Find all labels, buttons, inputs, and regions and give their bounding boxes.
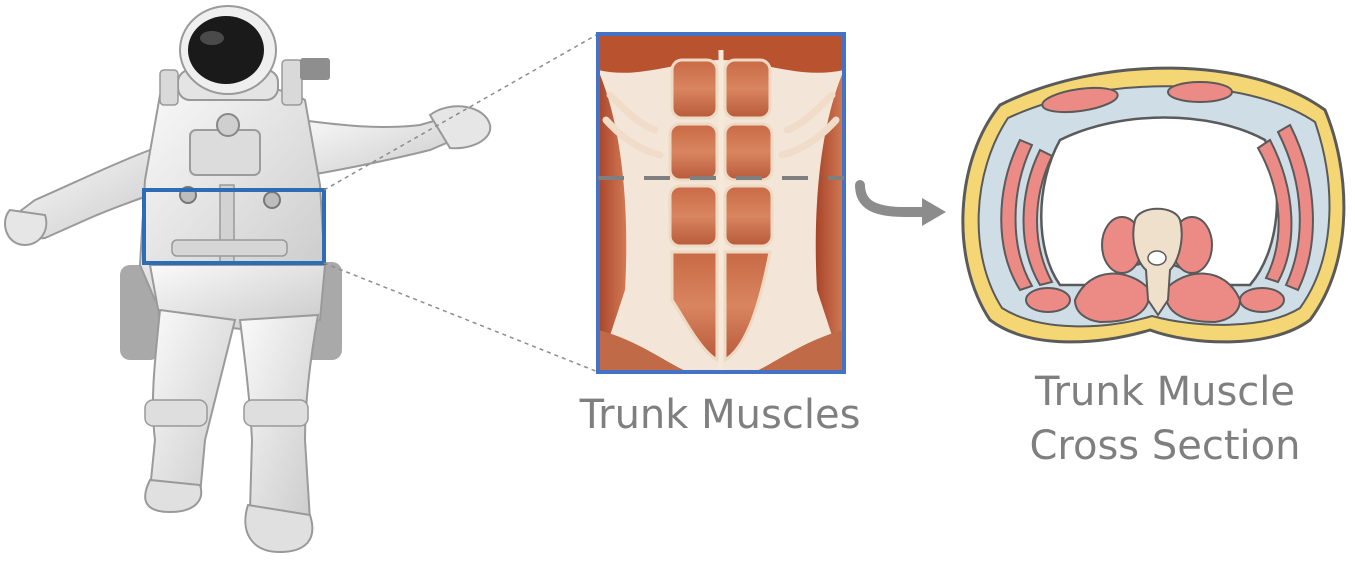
- cross-section-label-line2: Cross Section: [1000, 419, 1330, 473]
- astronaut-illustration: [5, 6, 490, 552]
- connector-bottom: [324, 263, 598, 372]
- abdominal-muscles-illustration: [598, 34, 844, 372]
- curved-arrow-icon: [860, 185, 946, 226]
- cross-section-label-line1: Trunk Muscle: [1000, 365, 1330, 419]
- trunk-muscles-label: Trunk Muscles: [570, 395, 870, 435]
- cross-section-label: Trunk Muscle Cross Section: [1000, 365, 1330, 473]
- trunk-cross-section-illustration: [963, 68, 1344, 342]
